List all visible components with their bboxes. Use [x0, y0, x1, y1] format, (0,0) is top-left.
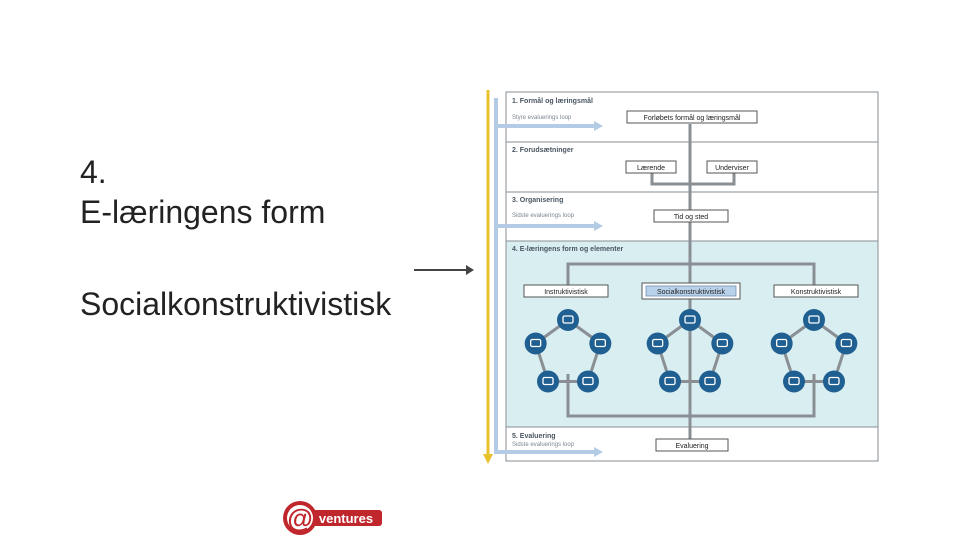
section-4-highlight — [506, 241, 878, 427]
box-evaluation-label: Evaluering — [675, 443, 708, 450]
diagram-frame — [505, 91, 879, 462]
box-social: Socialkonstruktivistisk — [641, 282, 741, 300]
handshake-icon-glyph — [652, 338, 664, 348]
box-teacher-label: Underviser — [715, 165, 750, 172]
screen-icon-glyph — [684, 315, 696, 324]
section-4-label: 4. E-læringens form og elementer — [512, 246, 624, 253]
handshake-icon-glyph — [776, 338, 788, 348]
logo-at-symbol: @ — [287, 503, 312, 533]
section-5-label: 5. Evaluering — [512, 433, 556, 440]
section-1-note: Styre evaluerings loop — [512, 115, 572, 121]
element-cluster-construct — [770, 309, 858, 393]
wrench-icon — [576, 370, 599, 393]
box-instruct: Instruktivistisk — [523, 284, 609, 298]
logo-wordmark: ventures — [319, 511, 373, 526]
evaluation-loops — [494, 98, 596, 454]
box-learner: Lærende — [625, 160, 677, 174]
heading-number: 4. — [80, 154, 107, 190]
box-evaluation: Evaluering — [655, 438, 729, 452]
logo-text-bar — [308, 510, 382, 526]
elearning-model-diagram: 1. Formål og læringsmål Styre evaluering… — [483, 90, 879, 464]
presenter-icon — [711, 332, 734, 355]
wrench-icon — [822, 370, 845, 393]
yellow-loop-arrow-icon — [483, 454, 493, 464]
section-3-label: 3. Organisering — [512, 197, 563, 204]
wrench-icon-glyph — [582, 376, 594, 386]
screen-icon — [679, 309, 701, 331]
screen-icon — [803, 309, 825, 331]
speech-bubble-icon-glyph — [664, 376, 676, 386]
presenter-icon — [589, 332, 612, 355]
handshake-icon-glyph — [530, 338, 542, 348]
presenter-icon-glyph — [594, 338, 606, 348]
wrench-icon-glyph — [704, 376, 716, 386]
screen-icon-glyph — [808, 315, 820, 324]
slide-subheading: Socialkonstruktivistisk — [80, 286, 392, 322]
handshake-icon — [770, 332, 793, 355]
section-1-label: 1. Formål og læringsmål — [512, 97, 593, 105]
element-cluster-social — [646, 309, 734, 393]
speech-bubble-icon-glyph — [542, 376, 554, 386]
box-purpose: Forløbets formål og læringsmål — [626, 110, 758, 124]
aventures-logo: @ ventures — [283, 501, 382, 535]
speech-bubble-icon-glyph — [788, 376, 800, 386]
box-purpose-label: Forløbets formål og læringsmål — [644, 114, 741, 122]
box-teacher: Underviser — [706, 160, 758, 174]
box-construct: Konstruktivistisk — [773, 284, 859, 298]
wrench-icon — [698, 370, 721, 393]
speech-bubble-icon — [537, 370, 560, 393]
speech-bubble-icon — [783, 370, 806, 393]
element-cluster-instruct — [524, 309, 612, 393]
handshake-icon — [524, 332, 547, 355]
box-learner-label: Lærende — [637, 165, 665, 172]
box-social-label: Socialkonstruktivistisk — [657, 289, 726, 296]
section-2-label: 2. Forudsætninger — [512, 147, 574, 154]
presenter-icon-glyph — [840, 338, 852, 348]
heading-title: E-læringens form — [80, 194, 326, 230]
screen-icon-glyph — [562, 315, 574, 324]
speech-bubble-icon — [659, 370, 682, 393]
box-time-place: Tid og sted — [653, 209, 729, 223]
section-5-note: Sidste evaluerings loop — [512, 442, 575, 448]
wrench-icon-glyph — [828, 376, 840, 386]
screen-icon — [557, 309, 579, 331]
presenter-icon-glyph — [716, 338, 728, 348]
box-construct-label: Konstruktivistisk — [791, 289, 842, 296]
handshake-icon — [646, 332, 669, 355]
slide-heading: 4. E-læringens form — [80, 152, 325, 232]
box-instruct-label: Instruktivistisk — [544, 289, 588, 296]
presenter-icon — [835, 332, 858, 355]
section-3-note: Sidste evaluerings loop — [512, 213, 575, 219]
pointer-arrow-icon — [414, 265, 474, 275]
box-time-place-label: Tid og sted — [674, 214, 708, 221]
